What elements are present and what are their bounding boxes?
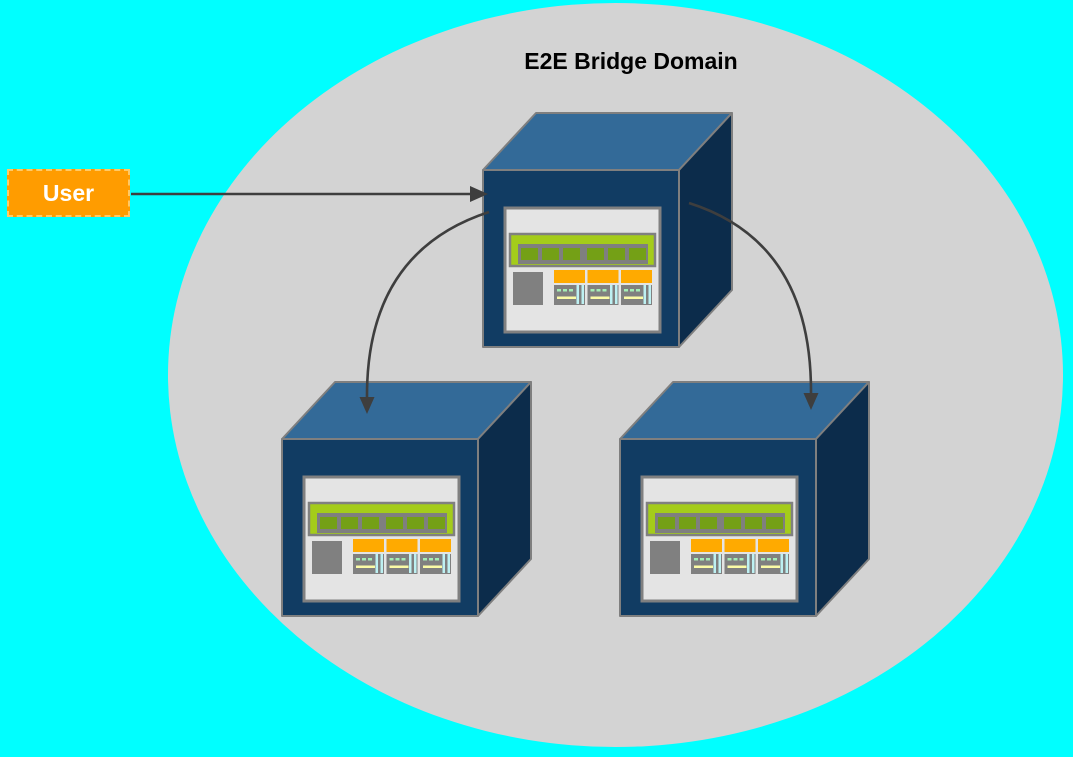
bridge-node-bottom-left [281, 381, 532, 618]
server-cube-icon [482, 112, 733, 348]
bridge-node-top [482, 112, 733, 349]
diagram-title: E2E Bridge Domain [524, 48, 738, 74]
server-cube-icon [281, 381, 532, 617]
user-node-label: User [42, 179, 95, 206]
bridge-node-bottom-right [619, 381, 870, 618]
user-node: User [7, 169, 130, 217]
server-cube-icon [619, 381, 870, 617]
